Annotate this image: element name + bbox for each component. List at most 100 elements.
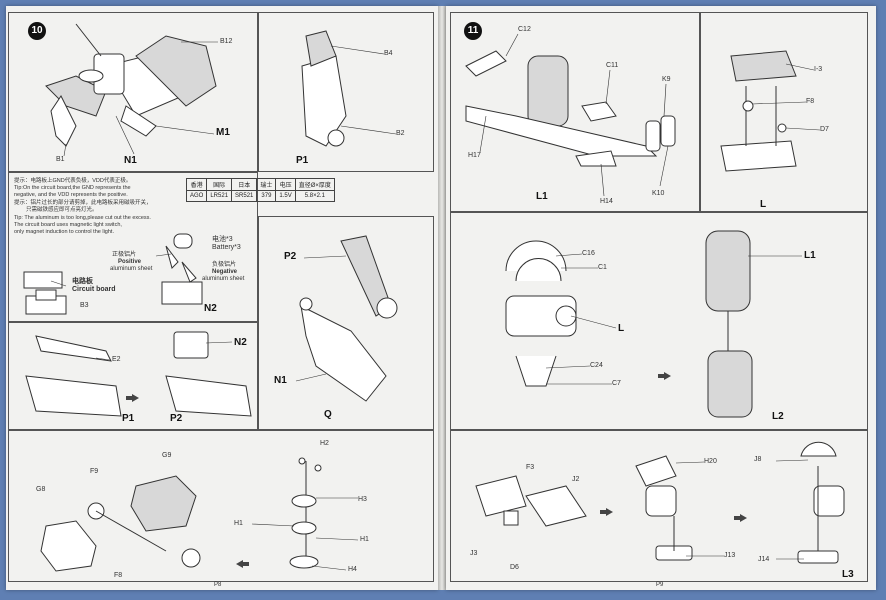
step11-drawing [465, 33, 845, 564]
part-label-h3: H3 [358, 496, 367, 503]
panel-l [700, 12, 868, 212]
part-label-j13: J13 [724, 552, 736, 559]
part-label-j3: J3 [470, 550, 478, 557]
battery-header: 直径Ø×厚度 [294, 178, 335, 191]
step-arrow-right [600, 508, 613, 516]
book-spine [438, 6, 446, 590]
part-label-g9: G9 [162, 452, 172, 459]
battery-cell: 1.5V [275, 190, 296, 202]
part-label-j2: J2 [572, 476, 580, 483]
step-number-badge: 11 [464, 22, 482, 40]
battery-cell: AGO [185, 190, 208, 202]
part-label-h20: H20 [704, 458, 717, 465]
part-label-b12: B12 [220, 38, 233, 45]
panel-q [258, 216, 434, 430]
tip-cn-1: 提示：电路板上GND代表负极，VDD代表正极。 [14, 178, 132, 184]
tip-en-1b: negative, and the VDD represents the pos… [14, 192, 128, 198]
part-label-m1: M1 [216, 127, 230, 138]
assembly-label-n2-stage: N2 [234, 337, 247, 348]
step-number-badge: 10 [28, 22, 46, 40]
part-label-f8: F8 [806, 98, 815, 105]
part-label-i3: I-3 [814, 66, 823, 73]
battery-header: 瑞士 [256, 178, 277, 191]
battery-cell: LR521 [206, 190, 233, 202]
assembly-label-n1: N1 [124, 155, 137, 166]
circuit-board-en: Circuit board [72, 286, 116, 293]
page-number: P8 [214, 582, 222, 588]
battery-cell: 5.8×2.1 [294, 190, 335, 202]
tip-en-2b: The circuit board uses magnetic light sw… [14, 222, 122, 228]
negative-sheet-en1: Negative [212, 269, 238, 275]
manual-page-right: 11 [446, 6, 876, 590]
part-label-k9: K9 [662, 76, 671, 83]
positive-sheet-en1: Positive [118, 259, 142, 265]
part-label-h1-right: H1 [360, 536, 369, 543]
panel-l3 [450, 430, 868, 582]
tip-en-2c: only magnet induction to control the lig… [14, 229, 114, 235]
part-label-h17: H17 [468, 152, 481, 159]
assembly-label-p1: P1 [296, 155, 309, 166]
battery-header: 国际 [206, 178, 233, 191]
part-label-c12: C12 [518, 26, 531, 33]
part-label-j14: J14 [758, 556, 770, 563]
assembly-label-p2-stage: P2 [170, 413, 183, 424]
panel-l1 [450, 12, 700, 212]
positive-sheet-cn: 正极铝片 [112, 252, 137, 258]
tip-cn-2: 提示：铝片过长的部分请剪掉，此电路板采用磁吸开关， [14, 200, 152, 206]
part-label-k10: K10 [652, 190, 665, 197]
assembly-label-l1: L1 [536, 191, 548, 202]
panel-circuit [8, 172, 258, 322]
assembly-label-l1-mid: L1 [804, 250, 816, 261]
part-label-c11: C11 [606, 62, 619, 69]
part-label-f9: F9 [90, 468, 99, 475]
step10-drawing [23, 23, 398, 572]
battery-cell: SR521 [231, 190, 258, 202]
part-label-b3: B3 [80, 302, 89, 309]
part-label-b1: B1 [56, 156, 65, 163]
assembly-label-l3: L3 [842, 569, 854, 580]
panel-bottom-left [8, 430, 434, 582]
negative-sheet-en2: aluminum sheet [202, 276, 245, 282]
negative-sheet-cn: 负极铝片 [212, 262, 237, 268]
positive-sheet-en2: aluminum sheet [110, 266, 153, 272]
part-label-g8: G8 [36, 486, 46, 493]
manual-page-left: 10 [6, 6, 438, 590]
part-label-d6: D6 [510, 564, 519, 571]
step-arrow-right [126, 394, 139, 402]
part-label-c24: C24 [590, 362, 603, 369]
panel-p-stage [8, 322, 258, 430]
assembly-label-q: Q [324, 409, 332, 420]
step-arrow-right [658, 372, 671, 380]
part-label-h1-left: H1 [234, 520, 243, 527]
page-number: P9 [656, 582, 664, 588]
part-label-c16: C16 [582, 250, 595, 257]
part-label-b2: B2 [396, 130, 405, 137]
panel-step10-main [8, 12, 258, 172]
assembly-label-n1-q: N1 [274, 375, 287, 386]
battery-header: 电压 [275, 178, 296, 191]
part-label-h14: H14 [600, 198, 613, 205]
tip-en-1a: Tip:On the circuit board,the GND represe… [14, 185, 131, 191]
assembly-label-l-mid: L [618, 323, 625, 334]
assembly-label-p2: P2 [284, 251, 297, 262]
part-label-f3: F3 [526, 464, 535, 471]
battery-cell: 379 [256, 190, 277, 202]
battery-header: 日本 [231, 178, 258, 191]
part-label-j8: J8 [754, 456, 762, 463]
step-arrow-left [236, 560, 243, 568]
circuit-board-cn: 电路板 [72, 278, 93, 285]
panel-l2 [450, 212, 868, 430]
battery-cn: 电池*3 [212, 236, 233, 243]
battery-en: Battery*3 [212, 244, 241, 251]
panel-p1 [258, 12, 434, 172]
tip-cn-2b: 只需磁铁感应即可点亮灯光。 [26, 207, 98, 213]
assembly-label-l: L [760, 199, 767, 210]
part-label-h4: H4 [348, 566, 357, 573]
part-label-c7: C7 [612, 380, 621, 387]
assembly-label-n2: N2 [204, 303, 217, 314]
battery-spec-table: 香港 国际 日本 瑞士 电压 直径Ø×厚度 AGO LR521 SR521 37… [185, 178, 335, 202]
battery-header: 香港 [185, 178, 208, 191]
step-arrow-right [734, 514, 747, 522]
assembly-label-p1-stage: P1 [122, 413, 135, 424]
part-label-f8: F8 [114, 572, 123, 579]
